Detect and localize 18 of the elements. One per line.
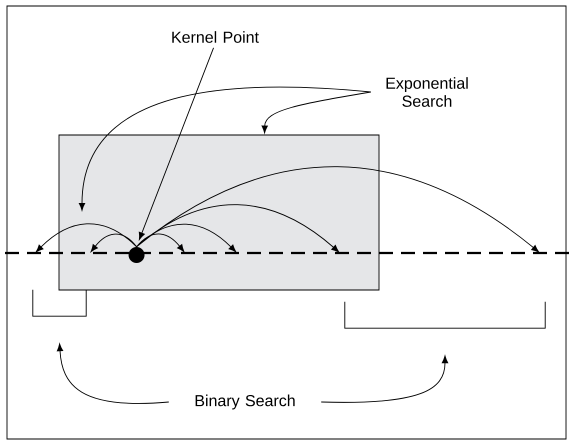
label-text: Kernel Point bbox=[172, 31, 259, 43]
bracket bbox=[32, 289, 87, 317]
arrow bbox=[262, 92, 372, 134]
arrow bbox=[320, 356, 448, 403]
arrow bbox=[56, 344, 170, 404]
label-text: Exponential Search bbox=[386, 77, 468, 107]
kernel-dot bbox=[128, 246, 145, 263]
label-text: Binary Search bbox=[196, 394, 295, 410]
arrow bbox=[136, 234, 184, 252]
arrow bbox=[90, 234, 137, 252]
shaded-region bbox=[58, 134, 380, 290]
arrow bbox=[136, 224, 236, 252]
leader-line bbox=[138, 47, 214, 240]
arrow bbox=[78, 86, 372, 211]
arrow bbox=[136, 204, 340, 252]
arrow bbox=[36, 223, 137, 252]
arrow bbox=[136, 166, 540, 252]
bracket bbox=[344, 301, 546, 329]
